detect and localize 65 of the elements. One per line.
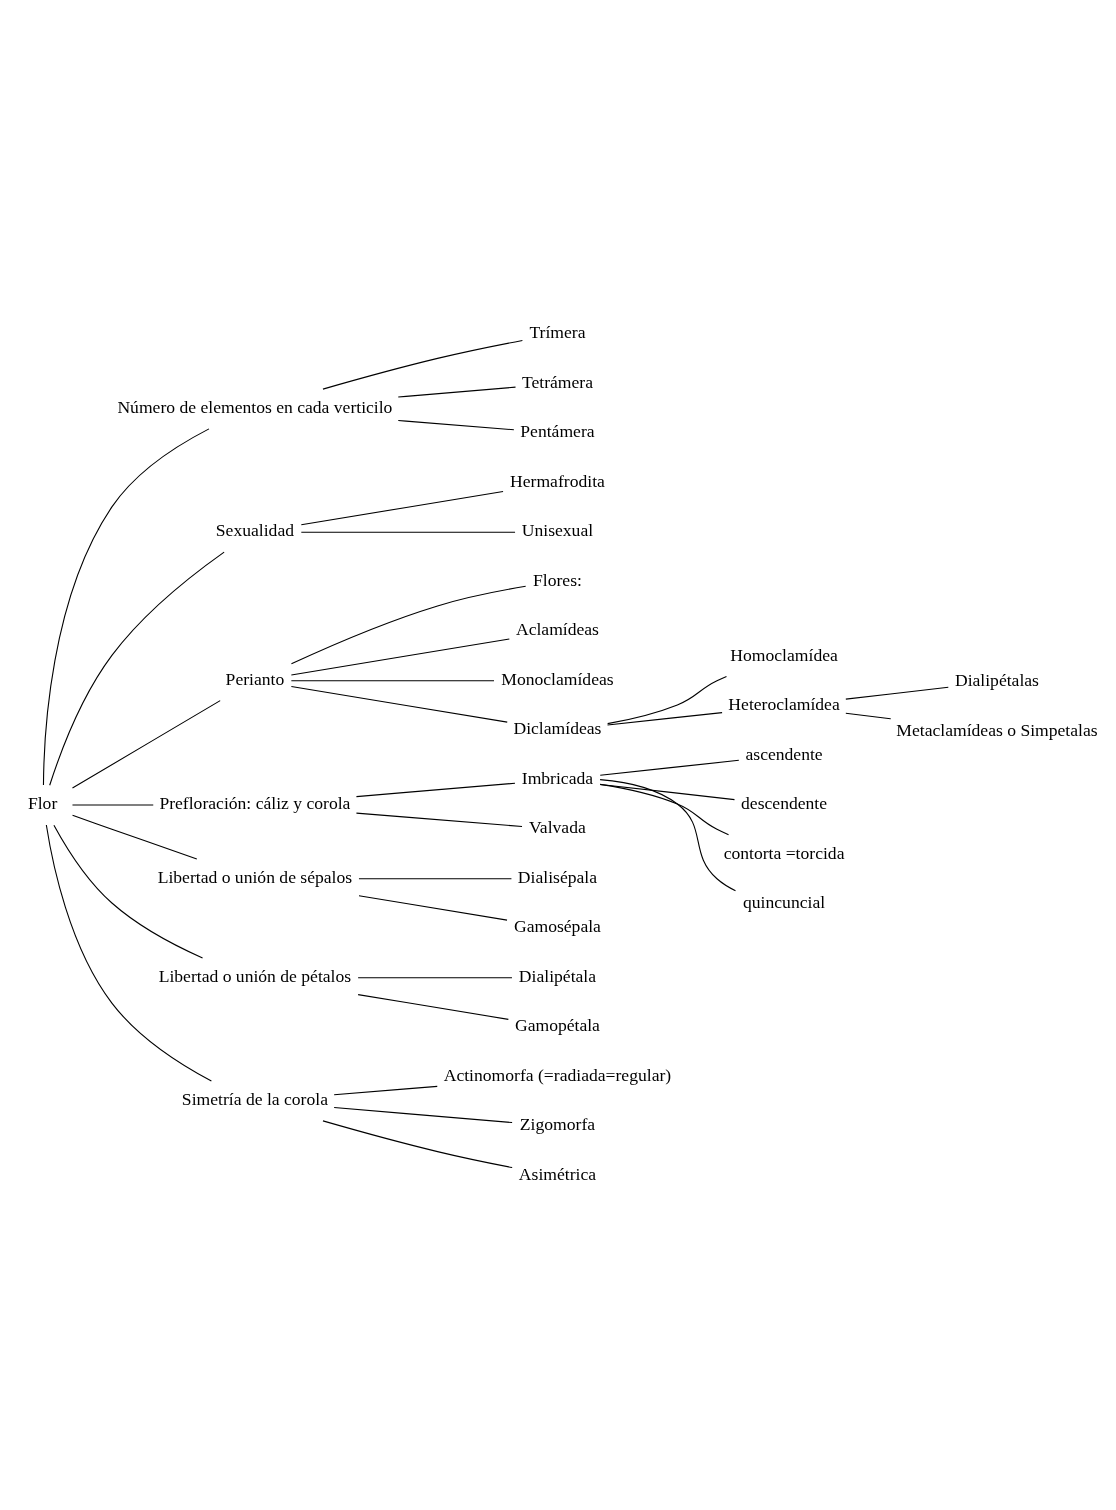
connector bbox=[333, 1085, 438, 1096]
connector bbox=[357, 994, 509, 1020]
node-text: Dialipétala bbox=[518, 965, 597, 986]
connector bbox=[599, 783, 730, 836]
node-text: Dialisépala bbox=[517, 866, 598, 887]
connector bbox=[45, 824, 212, 1082]
connector bbox=[290, 686, 508, 723]
connector bbox=[53, 824, 204, 959]
connector bbox=[300, 531, 516, 533]
node-text: Zigomorfa bbox=[519, 1114, 596, 1135]
connector bbox=[845, 686, 949, 700]
node-text: Libertad o unión de pétalos bbox=[158, 965, 352, 986]
connector bbox=[290, 680, 495, 682]
node-text: Gamosépala bbox=[513, 916, 601, 937]
connector bbox=[607, 712, 723, 726]
connector bbox=[290, 638, 510, 676]
node-text: Perianto bbox=[225, 668, 285, 689]
connector bbox=[599, 779, 737, 892]
node-text: descendente bbox=[741, 793, 828, 814]
node-text: Hermafrodita bbox=[510, 470, 605, 491]
connector bbox=[71, 700, 221, 789]
node-text: Imbricada bbox=[521, 767, 594, 788]
node-text: Sexualidad bbox=[215, 520, 295, 541]
node-text: Valvada bbox=[529, 817, 586, 838]
node-text: Actinomorfa (=radiada=regular) bbox=[443, 1064, 672, 1085]
node-text: Dialipétalas bbox=[954, 670, 1039, 691]
node-text: Unisexual bbox=[521, 520, 594, 541]
node-text: Libertad o unión de sépalos bbox=[157, 866, 353, 887]
connector bbox=[397, 386, 517, 398]
node-text: Gamopétala bbox=[514, 1015, 600, 1036]
node-text: Simetría de la corola bbox=[181, 1089, 328, 1110]
node-text: ascendente bbox=[745, 743, 823, 764]
connector bbox=[358, 878, 512, 880]
node-text: Flor bbox=[27, 793, 58, 814]
connector bbox=[607, 675, 728, 725]
connector bbox=[358, 895, 508, 921]
connector bbox=[355, 812, 523, 828]
connector bbox=[72, 814, 198, 860]
connector bbox=[355, 782, 516, 798]
node-text: Homoclamídea bbox=[730, 644, 838, 665]
connector bbox=[300, 490, 504, 526]
node-text: Metaclamídeas o Simpetalas bbox=[896, 719, 1098, 740]
node-text: Monoclamídeas bbox=[501, 668, 614, 689]
connector bbox=[599, 759, 740, 776]
node-text: Heteroclamídea bbox=[728, 694, 840, 715]
node-text: Flores: bbox=[533, 569, 582, 590]
node-text: Trímera bbox=[529, 322, 586, 343]
node-text: Aclamídeas bbox=[515, 619, 599, 640]
connector bbox=[322, 1120, 513, 1169]
connector bbox=[42, 428, 210, 786]
node-text: contorta =torcida bbox=[723, 842, 845, 863]
connector bbox=[845, 712, 892, 720]
node-text: Prefloración: cáliz y corola bbox=[159, 793, 351, 814]
node-text: Número de elementos en cada verticilo bbox=[117, 397, 393, 418]
node-text: quincuncial bbox=[743, 892, 826, 913]
node-text: Tetrámera bbox=[521, 371, 593, 392]
connector bbox=[397, 419, 515, 431]
connector bbox=[333, 1107, 513, 1124]
node-text: Diclamídeas bbox=[513, 718, 602, 739]
connector bbox=[357, 977, 513, 979]
connector bbox=[49, 551, 225, 786]
connector bbox=[290, 585, 527, 665]
node-text: Asimétrica bbox=[518, 1163, 597, 1184]
connector bbox=[322, 339, 523, 390]
node-text: Pentámera bbox=[520, 421, 595, 442]
